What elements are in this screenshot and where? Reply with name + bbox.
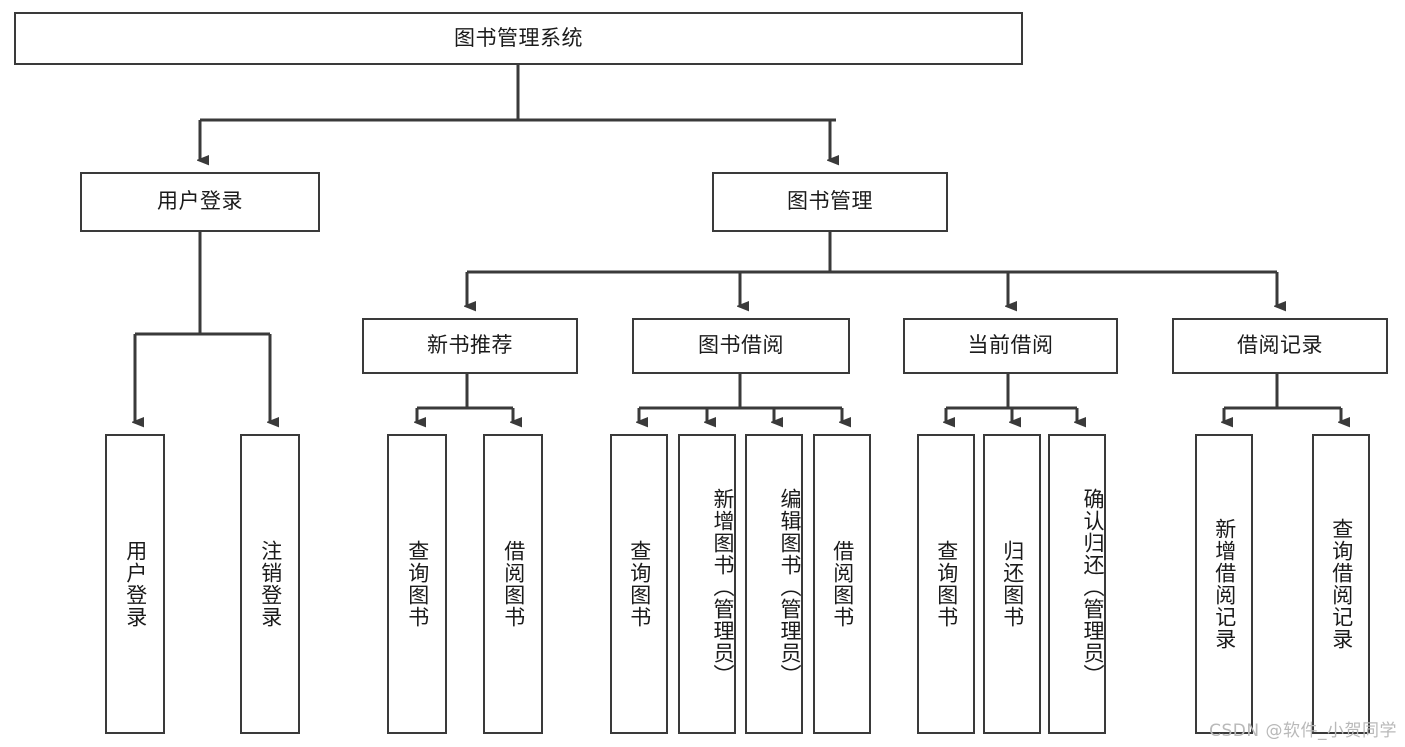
node-current-borrow[interactable]: 当前借阅: [903, 318, 1118, 374]
node-root-system[interactable]: 图书管理系统: [14, 12, 1023, 65]
node-leaf-edit-book-admin[interactable]: 编辑图书（管理员）: [745, 434, 803, 734]
node-leaf-borrow-book-recommend[interactable]: 借阅图书: [483, 434, 543, 734]
node-leaf-borrow-book[interactable]: 借阅图书: [813, 434, 871, 734]
node-leaf-confirm-return-admin[interactable]: 确认归还（管理员）: [1048, 434, 1106, 734]
csdn-watermark: CSDN @软件_小贺同学: [1209, 721, 1397, 741]
node-leaf-add-borrow-record[interactable]: 新增借阅记录: [1195, 434, 1253, 734]
node-leaf-query-book-current[interactable]: 查询图书: [917, 434, 975, 734]
node-leaf-user-login[interactable]: 用户登录: [105, 434, 165, 734]
node-leaf-query-book-recommend[interactable]: 查询图书: [387, 434, 447, 734]
node-leaf-add-book-admin[interactable]: 新增图书（管理员）: [678, 434, 736, 734]
node-leaf-return-book[interactable]: 归还图书: [983, 434, 1041, 734]
node-new-book-recommend[interactable]: 新书推荐: [362, 318, 578, 374]
node-borrow-record[interactable]: 借阅记录: [1172, 318, 1388, 374]
node-book-borrow[interactable]: 图书借阅: [632, 318, 850, 374]
node-book-manage[interactable]: 图书管理: [712, 172, 948, 232]
node-leaf-logout[interactable]: 注销登录: [240, 434, 300, 734]
node-leaf-query-book-borrow[interactable]: 查询图书: [610, 434, 668, 734]
node-leaf-query-borrow-record[interactable]: 查询借阅记录: [1312, 434, 1370, 734]
node-user-login[interactable]: 用户登录: [80, 172, 320, 232]
